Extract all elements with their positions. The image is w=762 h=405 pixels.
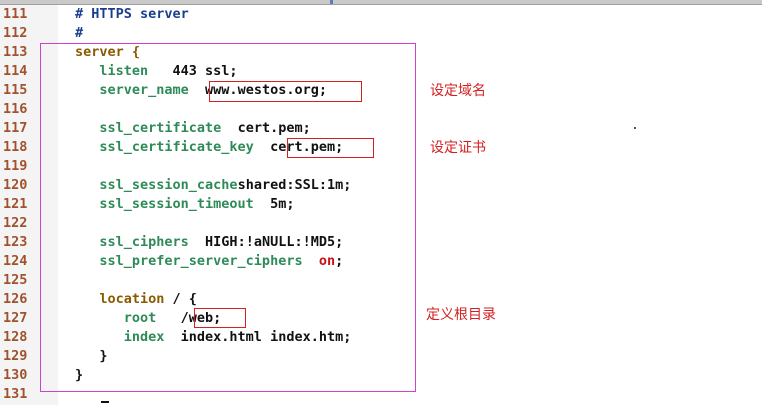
code-line[interactable]: 115 server_name www.westos.org; bbox=[0, 81, 762, 100]
server-block-highlight-box bbox=[40, 43, 416, 392]
code-token: location bbox=[75, 291, 165, 307]
line-number: 129 bbox=[3, 348, 28, 364]
line-code: } bbox=[75, 366, 83, 385]
line-code: # bbox=[75, 24, 83, 43]
root-dir-annotation: 定义根目录 bbox=[426, 307, 496, 323]
code-token: cert.pem; bbox=[221, 120, 311, 136]
line-number: 124 bbox=[3, 253, 28, 269]
line-number: 131 bbox=[3, 386, 28, 402]
code-token: 443 ssl; bbox=[148, 63, 238, 79]
line-number: 116 bbox=[3, 101, 28, 117]
code-token: index.html index.htm; bbox=[164, 329, 352, 345]
domain-annotation: 设定域名 bbox=[430, 83, 486, 99]
code-line[interactable]: 126 location / { bbox=[0, 290, 762, 309]
line-code: ssl_certificate cert.pem; bbox=[75, 119, 311, 138]
line-code: index index.html index.htm; bbox=[75, 328, 352, 347]
line-code: ssl_session_cacheshared:SSL:1m; bbox=[75, 176, 351, 195]
line-number: 126 bbox=[3, 291, 28, 307]
line-number: 119 bbox=[3, 158, 28, 174]
line-code: root /web; bbox=[75, 309, 222, 328]
code-line[interactable]: 125 bbox=[0, 271, 762, 290]
line-number: 121 bbox=[3, 196, 28, 212]
code-token: / { bbox=[164, 291, 197, 307]
code-token: } bbox=[75, 348, 108, 364]
code-line[interactable]: 112 # bbox=[0, 24, 762, 43]
code-token: ssl_prefer_server_ciphers bbox=[75, 253, 303, 269]
code-token: ssl_certificate bbox=[75, 120, 222, 136]
code-line[interactable]: 118 ssl_certificate_key cert.pem; bbox=[0, 138, 762, 157]
line-code: location / { bbox=[75, 290, 197, 309]
root-path-highlight-box bbox=[194, 308, 246, 328]
cert-key-highlight-box bbox=[287, 138, 374, 158]
line-number-gutter bbox=[0, 5, 58, 405]
line-code: ssl_session_timeout 5m; bbox=[75, 195, 294, 214]
code-token: /web; bbox=[156, 310, 222, 326]
code-line[interactable]: 122 bbox=[0, 214, 762, 233]
line-code: ssl_ciphers HIGH:!aNULL:!MD5; bbox=[75, 233, 343, 252]
code-token: HIGH:!aNULL:!MD5; bbox=[188, 234, 344, 250]
code-line[interactable]: 119 bbox=[0, 157, 762, 176]
line-number: 123 bbox=[3, 234, 28, 250]
line-code: ssl_prefer_server_ciphers on; bbox=[75, 252, 343, 271]
code-line[interactable]: 124 ssl_prefer_server_ciphers on; bbox=[0, 252, 762, 271]
code-token: } bbox=[75, 367, 84, 383]
code-line[interactable]: 111 # HTTPS server bbox=[0, 5, 762, 24]
code-token: 5m; bbox=[253, 196, 295, 212]
stray-dot bbox=[634, 127, 636, 129]
line-code: server { bbox=[75, 43, 140, 62]
code-line[interactable]: 128 index index.html index.htm; bbox=[0, 328, 762, 347]
code-line[interactable]: 117 ssl_certificate cert.pem; bbox=[0, 119, 762, 138]
line-number: 114 bbox=[3, 63, 28, 79]
top-bar-accent bbox=[330, 0, 333, 4]
text-cursor bbox=[101, 401, 109, 403]
line-code: listen 443 ssl; bbox=[75, 62, 238, 81]
code-token: server { bbox=[75, 44, 141, 60]
code-line[interactable]: 130} bbox=[0, 366, 762, 385]
window-top-bar bbox=[0, 0, 762, 5]
code-token: ssl_ciphers bbox=[75, 234, 189, 250]
code-token: ssl_session_cache bbox=[75, 177, 238, 193]
line-code: # HTTPS server bbox=[75, 5, 189, 24]
code-token: on bbox=[318, 253, 336, 269]
line-number: 113 bbox=[3, 44, 28, 60]
code-line[interactable]: 121 ssl_session_timeout 5m; bbox=[0, 195, 762, 214]
code-line[interactable]: 113 server { bbox=[0, 43, 762, 62]
line-number: 130 bbox=[3, 367, 28, 383]
code-line[interactable]: 114 listen 443 ssl; bbox=[0, 62, 762, 81]
line-number: 125 bbox=[3, 272, 28, 288]
code-token: # HTTPS server bbox=[75, 6, 189, 22]
code-line[interactable]: 120 ssl_session_cacheshared:SSL:1m; bbox=[0, 176, 762, 195]
line-number: 118 bbox=[3, 139, 28, 155]
code-token: shared:SSL:1m; bbox=[237, 177, 352, 193]
code-token: ssl_session_timeout bbox=[75, 196, 254, 212]
code-line[interactable]: 116 bbox=[0, 100, 762, 119]
code-token: cert.pem; bbox=[253, 139, 344, 155]
code-token: # bbox=[75, 25, 84, 41]
certificate-annotation: 设定证书 bbox=[430, 140, 486, 156]
code-line[interactable]: 123 ssl_ciphers HIGH:!aNULL:!MD5; bbox=[0, 233, 762, 252]
code-token: index bbox=[75, 329, 165, 345]
code-token: ssl_certificate_key bbox=[75, 139, 254, 155]
line-number: 122 bbox=[3, 215, 28, 231]
code-token: www.westos.org; bbox=[188, 82, 327, 98]
code-token: server_name bbox=[75, 82, 189, 98]
code-token: listen bbox=[75, 63, 149, 79]
code-token: ; bbox=[335, 253, 344, 269]
code-token: root bbox=[75, 310, 157, 326]
line-code: server_name www.westos.org; bbox=[75, 81, 327, 100]
line-number: 120 bbox=[3, 177, 28, 193]
line-number: 117 bbox=[3, 120, 28, 136]
line-code: } bbox=[75, 347, 108, 366]
code-line[interactable]: 129 } bbox=[0, 347, 762, 366]
line-number: 128 bbox=[3, 329, 28, 345]
line-number: 112 bbox=[3, 25, 28, 41]
line-number: 127 bbox=[3, 310, 28, 326]
server-name-highlight-box bbox=[209, 81, 362, 102]
line-code: ssl_certificate_key cert.pem; bbox=[75, 138, 343, 157]
code-line[interactable]: 131 bbox=[0, 385, 762, 404]
line-number: 115 bbox=[3, 82, 28, 98]
code-line[interactable]: 127 root /web; bbox=[0, 309, 762, 328]
line-number: 111 bbox=[3, 6, 28, 22]
